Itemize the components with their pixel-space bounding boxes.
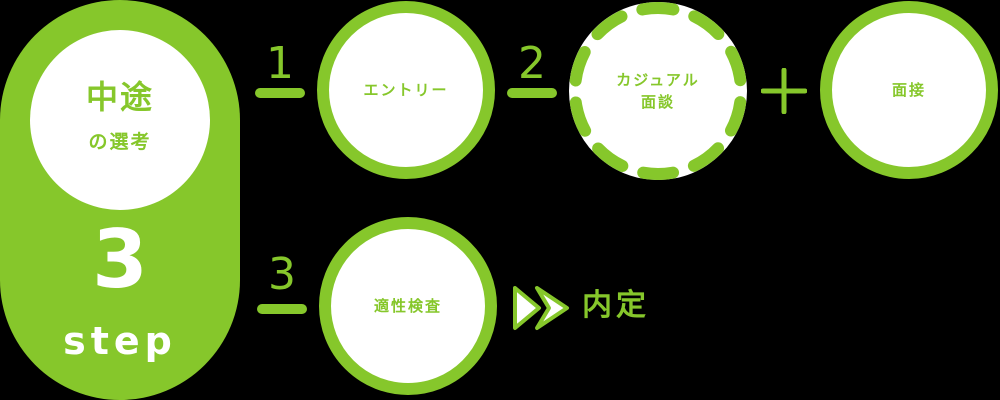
label-line-1: カジュアル <box>616 70 700 89</box>
step-3-underline <box>257 304 307 314</box>
step-aptitude-test-circle: 適性検査 <box>319 217 497 395</box>
dashed-ring <box>569 2 747 180</box>
label-line-2: 面談 <box>640 93 675 111</box>
step-entry-circle: エントリー <box>317 1 495 179</box>
process-badge: 中途 の選考 3 step <box>0 0 240 400</box>
double-chevron-right-icon <box>513 286 569 330</box>
badge-circle: 中途 の選考 <box>30 30 210 210</box>
step-count: 3 <box>92 213 148 306</box>
badge-subtitle: の選考 <box>88 130 152 153</box>
badge-title: 中途 <box>85 77 154 116</box>
step-2-underline <box>507 88 557 98</box>
result-label: 内定 <box>582 288 650 323</box>
step-interview-circle: 面接 <box>820 1 998 179</box>
step-casual-interview-circle: カジュアル 面談 <box>569 2 747 180</box>
step-word: step <box>63 319 177 363</box>
step-1-number: 1 <box>266 38 294 89</box>
step-2-number: 2 <box>518 38 546 89</box>
step-1-underline <box>255 88 305 98</box>
step-interview-label: 面接 <box>891 80 926 99</box>
step-entry-label: エントリー <box>363 80 449 99</box>
plus-icon <box>761 68 807 114</box>
step-3-number: 3 <box>268 249 296 300</box>
step-aptitude-test-label: 適性検査 <box>373 296 442 315</box>
step-casual-interview-label: カジュアル 面談 <box>616 69 700 114</box>
